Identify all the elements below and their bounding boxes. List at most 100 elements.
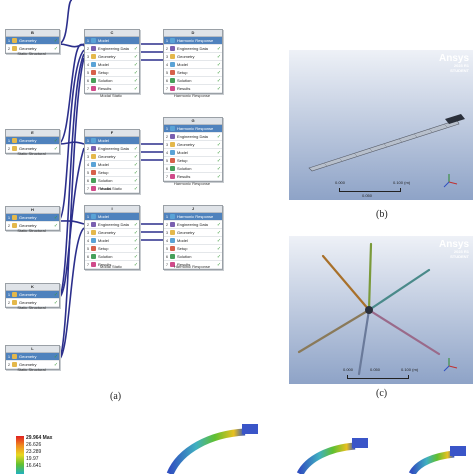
system-i-caption: Modal Static (99, 264, 122, 269)
check-icon: ✓ (216, 221, 222, 228)
geometry-icon (91, 230, 96, 235)
results-icon (91, 186, 96, 191)
check-icon: ✓ (133, 169, 139, 176)
check-icon: ✓ (216, 229, 222, 236)
geometry-icon (12, 354, 17, 359)
check-icon: ✓ (216, 141, 222, 148)
geometry-icon (12, 292, 17, 297)
geometry-icon (170, 54, 175, 59)
geometry-icon (12, 38, 17, 43)
beam-result-2 (296, 442, 356, 474)
caption-b: (b) (376, 209, 388, 220)
check-icon: ✓ (216, 69, 222, 76)
clamp-3 (450, 446, 466, 456)
system-g-caption: Harmonic Response (173, 181, 211, 186)
scale-bar (347, 375, 409, 379)
check-icon: ✓ (216, 45, 222, 52)
check-icon: ✓ (53, 45, 59, 52)
check-icon: ✓ (216, 157, 222, 164)
check-icon: ✓ (53, 37, 59, 44)
harmonic-icon (170, 38, 175, 43)
system-d-letter: D (164, 30, 222, 37)
hexapod-geometry (297, 242, 458, 376)
check-icon: ✓ (133, 245, 139, 252)
engineering-data-icon (91, 222, 96, 227)
check-icon: ✓ (133, 237, 139, 244)
system-h-letter: H (6, 207, 59, 214)
legend-value: 23.289 (26, 449, 42, 455)
system-b-caption: Static Structural (17, 51, 46, 56)
scale-label: 0.100 (m) (401, 367, 419, 372)
system-j-letter: J (164, 206, 222, 213)
setup-icon (91, 170, 96, 175)
setup-icon (170, 70, 175, 75)
system-c-letter: C (85, 30, 139, 37)
